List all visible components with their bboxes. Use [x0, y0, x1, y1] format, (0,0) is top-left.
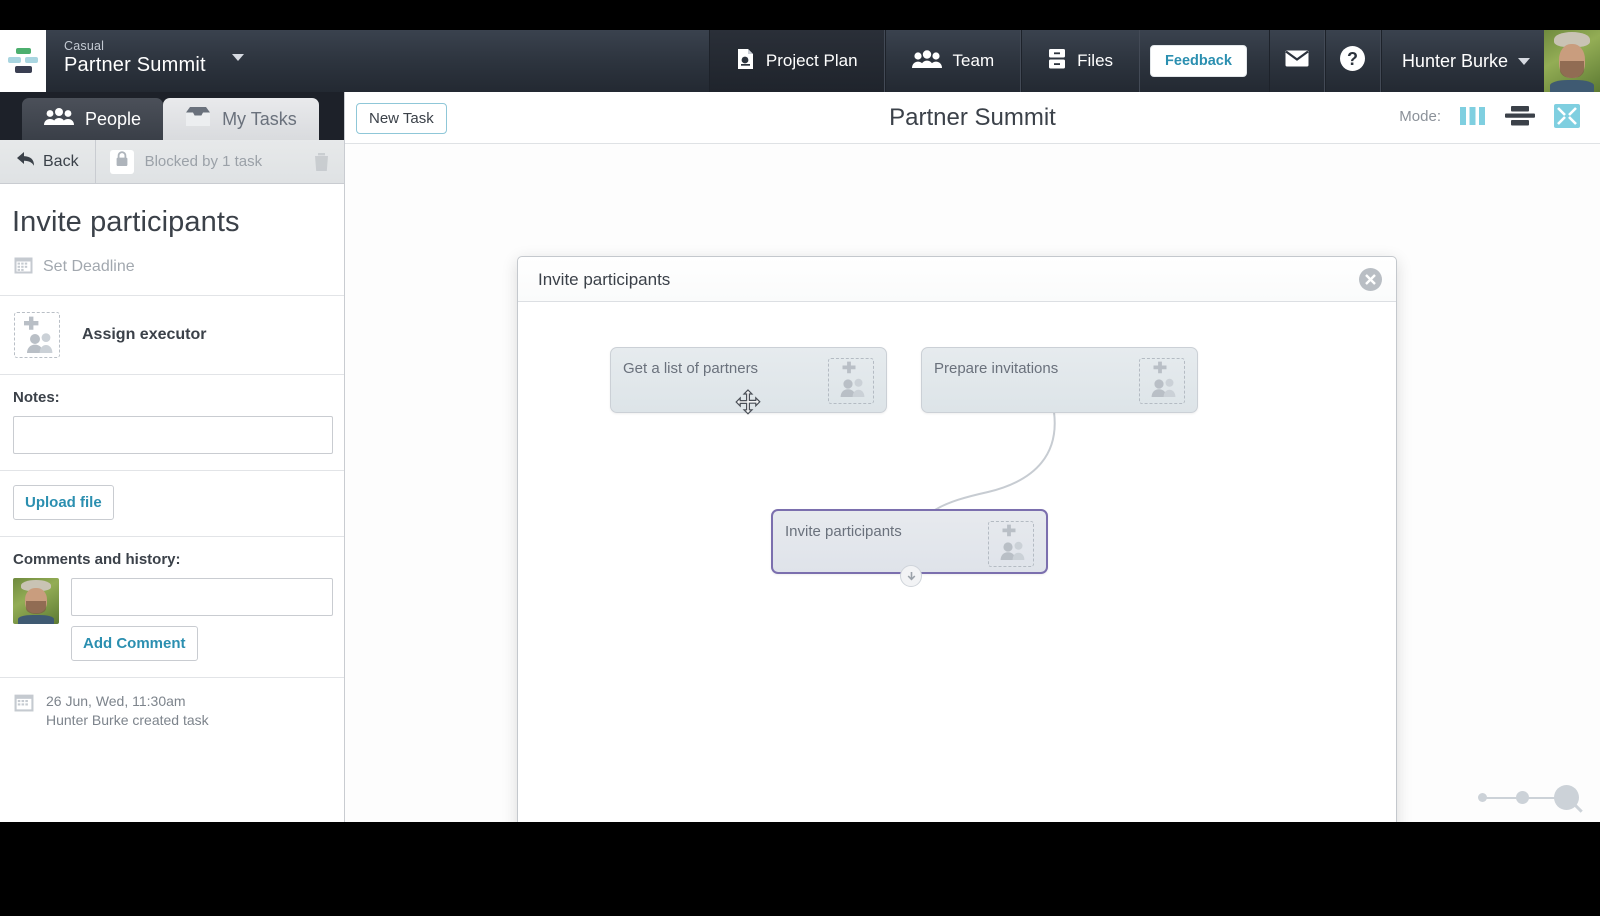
modal-title: Invite participants — [538, 270, 671, 289]
set-deadline-label: Set Deadline — [43, 258, 135, 275]
task-card-label: Get a list of partners — [623, 360, 759, 377]
expand-task-handle[interactable] — [900, 565, 922, 587]
user-avatar[interactable] — [1544, 30, 1600, 92]
nav-right-group: Feedback ? Hunter Burke — [1140, 30, 1600, 92]
letterbox-top — [0, 0, 1600, 30]
calendar-icon — [14, 692, 34, 730]
org-chart-logo-icon — [8, 47, 38, 75]
assign-executor-label: Assign executor — [82, 326, 207, 343]
nav-tab-team-label: Team — [952, 51, 995, 70]
add-person-icon[interactable] — [14, 312, 60, 358]
task-detail-title: Invite participants — [12, 206, 240, 238]
zoom-slider[interactable] — [1472, 782, 1583, 814]
messages-button[interactable] — [1268, 30, 1325, 92]
comment-composer: Add Comment — [13, 578, 333, 661]
app-window: Casual Partner Summit Project Plan — [0, 30, 1600, 822]
upload-file-button[interactable]: Upload file — [13, 485, 114, 520]
notes-label: Notes: — [13, 389, 60, 406]
fullscreen-mode-icon[interactable] — [1554, 104, 1580, 128]
user-name-label: Hunter Burke — [1401, 50, 1508, 71]
nav-tab-project-plan-label: Project Plan — [765, 51, 858, 70]
back-arrow-icon — [16, 151, 35, 172]
mode-label: Mode: — [1399, 107, 1441, 125]
project-canvas[interactable]: Invite participants Get — [345, 144, 1600, 822]
swimlane-mode-icon[interactable] — [1505, 105, 1535, 127]
task-card-label: Prepare invitations — [934, 360, 1059, 377]
calendar-icon — [14, 255, 33, 279]
help-button[interactable]: ? — [1324, 30, 1381, 92]
nav-tab-project-plan[interactable]: Project Plan — [708, 30, 885, 92]
add-comment-button[interactable]: Add Comment — [71, 626, 198, 661]
notes-input[interactable] — [13, 416, 333, 454]
people-icon — [911, 49, 942, 74]
add-person-icon[interactable] — [988, 521, 1034, 567]
question-mark-icon: ? — [1339, 45, 1366, 77]
add-person-icon[interactable] — [1139, 358, 1185, 404]
mode-switcher: Mode: — [1399, 104, 1580, 128]
project-subtitle: Casual — [64, 39, 105, 53]
blocked-status-label: Blocked by 1 task — [144, 153, 263, 170]
task-card-invite-participants[interactable]: Invite participants — [771, 509, 1048, 587]
modal-header: Invite participants — [518, 257, 1396, 302]
nav-tab-files-label: Files — [1077, 51, 1114, 70]
zoom-level-1[interactable] — [1478, 793, 1487, 802]
feedback-button[interactable]: Feedback — [1150, 45, 1247, 77]
page-title: Partner Summit — [889, 104, 1056, 131]
upload-section: Upload file — [0, 471, 344, 537]
tab-people[interactable]: People — [22, 98, 164, 140]
drawer-icon — [1048, 48, 1066, 75]
tab-my-tasks[interactable]: My Tasks — [163, 98, 319, 140]
inbox-icon — [185, 106, 211, 132]
set-deadline-row[interactable]: Set Deadline — [0, 239, 344, 296]
main-toolbar: New Task Partner Summit Mode: — [345, 92, 1600, 144]
svg-text:?: ? — [1347, 49, 1358, 69]
lock-badge — [109, 149, 134, 174]
nav-tab-files[interactable]: Files — [1021, 30, 1141, 92]
nav-spacer — [306, 30, 709, 92]
task-card-prepare-invitations[interactable]: Prepare invitations — [921, 347, 1198, 413]
back-button-label: Back — [43, 152, 79, 170]
modal-canvas[interactable]: Get a list of partners Prepare invitatio… — [518, 302, 1396, 822]
chevron-down-icon[interactable] — [232, 54, 244, 61]
comments-label: Comments and history: — [13, 551, 181, 568]
back-button[interactable]: Back — [0, 139, 96, 184]
document-icon — [736, 48, 755, 75]
comments-section: Comments and history: Add Comment — [0, 537, 344, 678]
nav-tab-team[interactable]: Team — [884, 30, 1022, 92]
main-content: New Task Partner Summit Mode: — [345, 92, 1600, 822]
task-card-label: Invite participants — [785, 523, 902, 540]
zoom-level-2[interactable] — [1516, 791, 1529, 804]
task-status-bar: Back Blocked by 1 task — [0, 139, 344, 184]
chevron-down-icon — [1518, 57, 1530, 65]
history-date: 26 Jun, Wed, 11:30am — [46, 693, 186, 709]
assign-executor-row[interactable]: Assign executor — [0, 296, 344, 375]
magnifier-handle-icon — [1574, 804, 1583, 813]
history-description: Hunter Burke created task — [46, 711, 209, 728]
left-panel-tabs: People My Tasks — [0, 92, 344, 140]
task-card-get-list[interactable]: Get a list of partners — [610, 347, 887, 413]
tab-my-tasks-label: My Tasks — [222, 108, 297, 129]
new-task-button[interactable]: New Task — [356, 103, 447, 134]
top-navigation-bar: Casual Partner Summit Project Plan — [0, 30, 1600, 92]
project-name: Partner Summit — [64, 54, 206, 76]
left-task-panel: People My Tasks Back — [0, 92, 345, 822]
user-menu[interactable]: Hunter Burke — [1380, 30, 1544, 92]
task-detail-modal: Invite participants Get — [517, 256, 1397, 822]
columns-mode-icon[interactable] — [1460, 106, 1486, 126]
trash-icon[interactable] — [313, 152, 330, 177]
add-person-icon[interactable] — [828, 358, 874, 404]
lock-icon — [115, 151, 129, 172]
avatar — [13, 578, 59, 624]
project-selector[interactable]: Casual Partner Summit — [46, 30, 306, 92]
nav-tabs: Project Plan Team — [708, 30, 1141, 92]
people-icon — [44, 107, 74, 131]
close-icon[interactable] — [1359, 268, 1382, 291]
envelope-icon — [1285, 50, 1309, 72]
comment-input[interactable] — [71, 578, 333, 616]
notes-section: Notes: — [0, 375, 344, 471]
history-entry: 26 Jun, Wed, 11:30am Hunter Burke create… — [0, 678, 344, 730]
tab-people-label: People — [85, 108, 142, 129]
letterbox-bottom — [0, 822, 1600, 916]
app-logo[interactable] — [0, 30, 46, 92]
